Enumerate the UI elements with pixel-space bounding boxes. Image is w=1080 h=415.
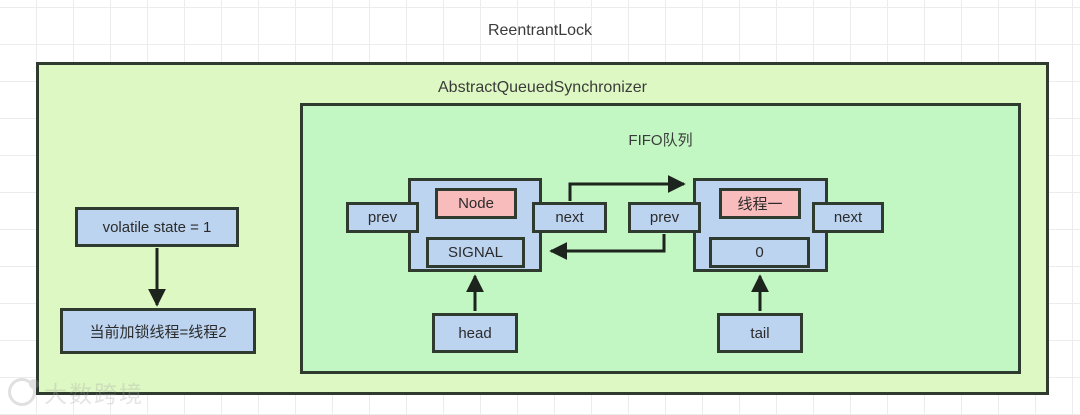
fifo-queue-title: FIFO队列 [628, 132, 693, 149]
queue-node-1-waitstatus: SIGNAL [426, 237, 525, 268]
queue-node-1-type: Node [435, 188, 517, 219]
queue-node-2-next: next [812, 202, 884, 233]
current-lock-owner-box: 当前加锁线程=线程2 [60, 308, 256, 354]
tail-pointer-box: tail [717, 313, 803, 353]
queue-node-2-waitstatus: 0 [709, 237, 810, 268]
reentrantlock-title: ReentrantLock [487, 22, 593, 39]
watermark: 大数跨境 [8, 372, 238, 412]
queue-node-1-next: next [532, 202, 607, 233]
abstractqueuedsynchronizer-title: AbstractQueuedSynchronizer [438, 79, 647, 96]
watermark-logo-icon [8, 378, 39, 406]
queue-node-2-prev: prev [628, 202, 701, 233]
queue-node-1-prev: prev [346, 202, 419, 233]
queue-node-2-thread: 线程一 [719, 188, 801, 219]
watermark-text: 大数跨境 [44, 382, 144, 408]
volatile-state-box: volatile state = 1 [75, 207, 239, 247]
head-pointer-box: head [432, 313, 518, 353]
